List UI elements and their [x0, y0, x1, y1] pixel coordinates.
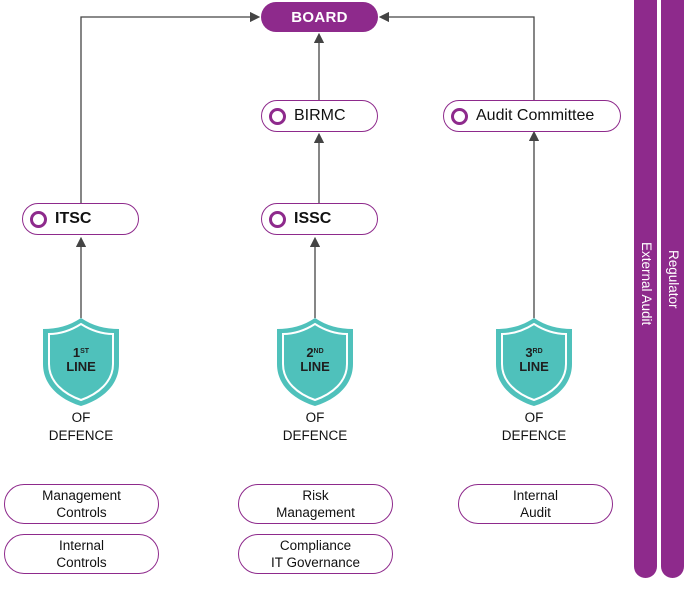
shield-3-defence: DEFENCE	[501, 428, 567, 443]
shield-2-caption: OF DEFENCE	[255, 409, 375, 445]
risk-management-line2: Management	[276, 505, 355, 520]
compliance-pill: Compliance IT Governance	[238, 534, 393, 574]
internal-audit-line1: Internal	[512, 488, 559, 503]
shield-3-caption: OF DEFENCE	[474, 409, 594, 445]
shield-2-of: OF	[305, 410, 325, 425]
internal-controls-line2: Controls	[56, 555, 107, 570]
shield-icon	[277, 318, 353, 406]
shield-1-line: LINE	[66, 359, 96, 374]
shield-3: 3RD LINE	[494, 316, 574, 408]
regulator-label: Regulator	[666, 250, 681, 309]
board-label: BOARD	[291, 8, 348, 26]
risk-management-pill: Risk Management	[238, 484, 393, 524]
itsc-node: ITSC	[22, 203, 139, 235]
shield-2-num: 2	[306, 345, 314, 360]
shield-3-sup: RD	[532, 348, 543, 355]
circle-icon	[451, 107, 468, 125]
compliance-line2: IT Governance	[270, 555, 361, 570]
internal-audit-line2: Audit	[520, 505, 551, 520]
audit-committee-node: Audit Committee	[443, 100, 621, 132]
shield-1: 1ST LINE	[41, 316, 121, 408]
management-controls-line1: Management	[42, 488, 121, 503]
shield-2: 2ND LINE	[275, 316, 355, 408]
circle-icon	[30, 210, 47, 228]
shield-1-caption: OF DEFENCE	[21, 409, 141, 445]
risk-management-line1: Risk	[302, 488, 329, 503]
shield-1-num: 1	[72, 345, 81, 360]
internal-controls-line1: Internal	[58, 538, 105, 553]
regulator-bar	[661, 0, 684, 578]
circle-icon	[269, 107, 286, 125]
management-controls-line2: Controls	[56, 505, 107, 520]
shield-1-text: 1ST LINE	[41, 346, 121, 374]
shield-2-sup: ND	[313, 348, 324, 355]
shield-3-of: OF	[524, 410, 544, 425]
management-controls-pill: Management Controls	[4, 484, 159, 524]
arrow-itsc-to-board	[80, 11, 261, 203]
arrow-audit-to-board	[378, 11, 535, 101]
shield-2-line: LINE	[300, 359, 330, 374]
internal-controls-pill: Internal Controls	[4, 534, 159, 574]
issc-node: ISSC	[261, 203, 378, 235]
itsc-label: ITSC	[55, 210, 92, 227]
shield-icon	[496, 318, 572, 406]
external-audit-bar	[634, 0, 657, 578]
birmc-label: BIRMC	[294, 107, 346, 124]
shield-1-defence: DEFENCE	[48, 428, 114, 443]
shield-3-line: LINE	[519, 359, 549, 374]
external-audit-label: External Audit	[639, 242, 654, 326]
shield-2-defence: DEFENCE	[282, 428, 348, 443]
shield-icon	[43, 318, 119, 406]
shield-2-text: 2ND LINE	[275, 346, 355, 374]
shield-1-of: OF	[71, 410, 91, 425]
circle-icon	[269, 210, 286, 228]
board-node: BOARD	[261, 2, 378, 32]
birmc-node: BIRMC	[261, 100, 378, 132]
shield-1-sup: ST	[80, 348, 90, 355]
internal-audit-pill: Internal Audit	[458, 484, 613, 524]
compliance-line1: Compliance	[279, 538, 352, 553]
audit-committee-label: Audit Committee	[476, 107, 595, 124]
issc-label: ISSC	[294, 210, 332, 227]
shield-3-num: 3	[525, 345, 533, 360]
shield-3-text: 3RD LINE	[494, 346, 574, 374]
